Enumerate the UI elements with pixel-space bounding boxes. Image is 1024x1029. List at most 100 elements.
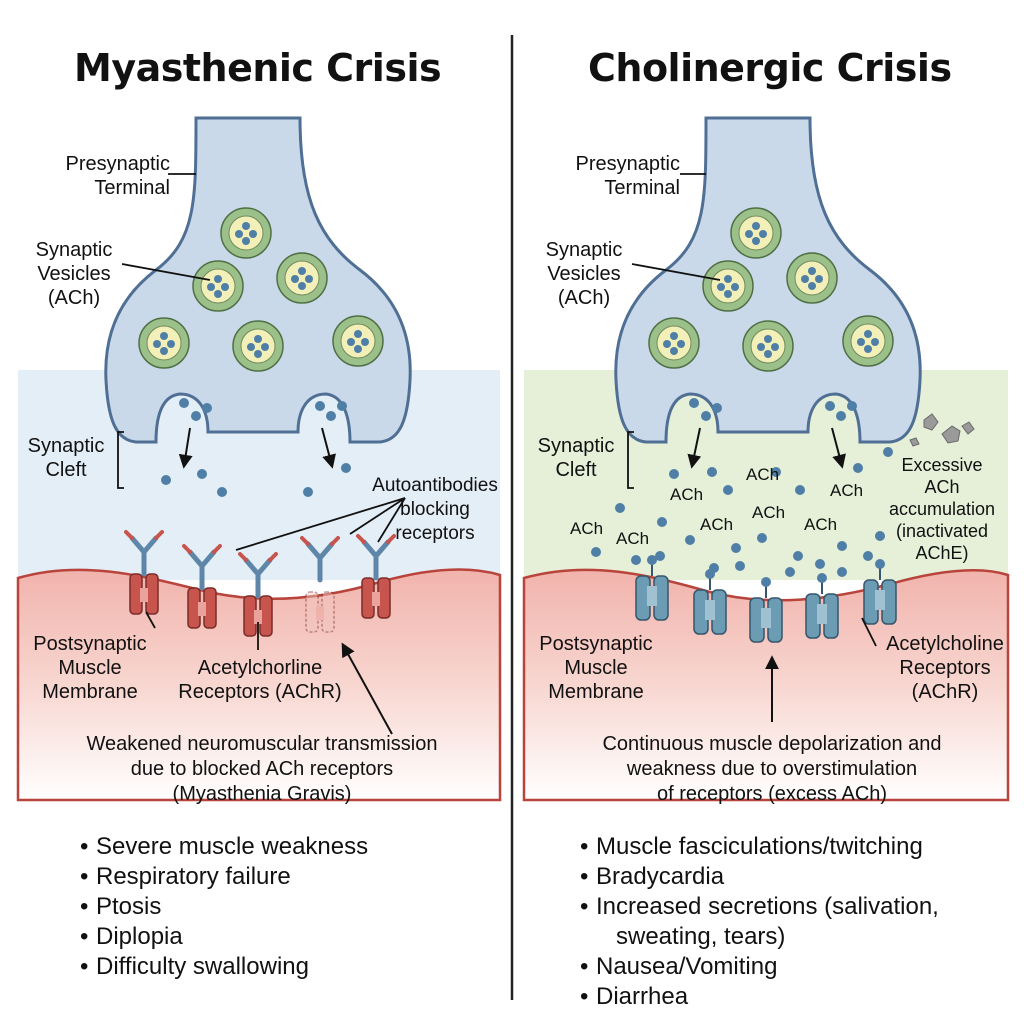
vesicle xyxy=(332,315,384,367)
list-item: Severe muscle weakness xyxy=(80,832,368,862)
vesicle xyxy=(742,320,794,372)
ach-molecule xyxy=(785,567,795,577)
ach-molecule xyxy=(685,535,695,545)
acetylcholine-receptor xyxy=(635,555,669,621)
autoantibody xyxy=(238,552,278,599)
list-item: Ptosis xyxy=(80,892,368,922)
ach-molecule xyxy=(712,403,722,413)
ach-molecule xyxy=(815,559,825,569)
ach-molecule xyxy=(669,469,679,479)
ach-molecule xyxy=(689,398,699,408)
inactivated-ache-fragments xyxy=(909,413,975,447)
vesicle xyxy=(276,252,328,304)
ach-molecule xyxy=(875,531,885,541)
vesicle xyxy=(232,320,284,372)
vesicle xyxy=(220,207,272,259)
ach-label: ACh xyxy=(670,485,703,504)
ach-molecule xyxy=(853,463,863,473)
left-symptom-list: Severe muscle weakness Respiratory failu… xyxy=(80,832,368,982)
ach-label: ACh xyxy=(746,465,779,484)
ach-molecule xyxy=(757,533,767,543)
autoantibody xyxy=(356,534,396,581)
list-item: Nausea/Vomiting xyxy=(580,952,939,982)
acetylcholine-receptor xyxy=(243,595,273,637)
acetylcholine-receptor xyxy=(749,577,783,643)
autoantibody xyxy=(124,530,164,577)
ach-molecule xyxy=(315,401,325,411)
left-ach-molecules xyxy=(161,398,351,497)
right-symptom-list: Muscle fasciculations/twitching Bradycar… xyxy=(580,832,939,1012)
ach-label: ACh xyxy=(804,515,837,534)
ach-label: ACh xyxy=(830,481,863,500)
right-receptors xyxy=(635,555,897,643)
list-item: Muscle fasciculations/twitching xyxy=(580,832,939,862)
ach-molecule xyxy=(723,485,733,495)
ach-label: ACh xyxy=(752,503,785,522)
ach-molecule xyxy=(731,543,741,553)
list-item: Increased secretions (salivation,sweatin… xyxy=(580,892,939,952)
ach-molecule xyxy=(337,401,347,411)
list-item: Respiratory failure xyxy=(80,862,368,892)
ach-molecule xyxy=(161,475,171,485)
vesicle xyxy=(702,260,754,312)
ach-label: ACh xyxy=(616,529,649,548)
left-muscle-membrane xyxy=(16,568,502,802)
list-item: Difficulty swallowing xyxy=(80,952,368,982)
ach-molecule xyxy=(191,411,201,421)
ach-molecule xyxy=(341,463,351,473)
right-vesicles xyxy=(648,207,894,372)
right-ach-labels: ACh ACh ACh ACh ACh ACh ACh ACh xyxy=(570,465,863,548)
list-item: Diplopia xyxy=(80,922,368,952)
vesicle xyxy=(138,317,190,369)
acetylcholine-receptor xyxy=(129,573,159,615)
ach-molecule xyxy=(303,487,313,497)
ach-molecule xyxy=(795,485,805,495)
ach-molecule xyxy=(837,541,847,551)
ach-label: ACh xyxy=(700,515,733,534)
ach-molecule xyxy=(735,561,745,571)
ach-molecule xyxy=(825,401,835,411)
autoantibody xyxy=(182,544,222,591)
ach-molecule xyxy=(655,551,665,561)
acetylcholine-receptor xyxy=(305,591,335,633)
ach-molecule xyxy=(837,567,847,577)
left-title: Myasthenic Crisis xyxy=(74,46,442,90)
vesicle xyxy=(842,315,894,367)
ach-molecule xyxy=(657,517,667,527)
ach-label: ACh xyxy=(570,519,603,538)
ach-molecule xyxy=(197,469,207,479)
ach-molecule xyxy=(863,551,873,561)
acetylcholine-receptor xyxy=(187,587,217,629)
ach-molecule xyxy=(836,411,846,421)
ach-molecule xyxy=(883,447,893,457)
ach-molecule xyxy=(326,411,336,421)
list-item: Diarrhea xyxy=(580,982,939,1012)
ach-molecule xyxy=(179,398,189,408)
ach-molecule xyxy=(631,555,641,565)
acetylcholine-receptor xyxy=(693,569,727,635)
vesicle xyxy=(786,252,838,304)
vesicle xyxy=(730,207,782,259)
right-title: Cholinergic Crisis xyxy=(588,46,952,90)
ach-molecule xyxy=(591,547,601,557)
ach-molecule xyxy=(202,403,212,413)
ach-molecule xyxy=(707,467,717,477)
ach-molecule xyxy=(701,411,711,421)
acetylcholine-receptor xyxy=(863,559,897,625)
